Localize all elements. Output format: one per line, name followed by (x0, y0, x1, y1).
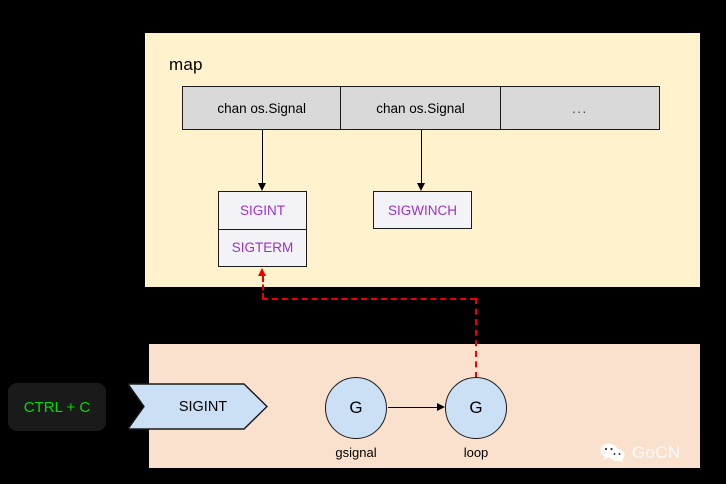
arrowhead-chan1-to-sigbox (258, 183, 266, 191)
connector-gsignal-to-loop (388, 407, 437, 409)
sigint-chevron-shape (128, 383, 268, 430)
signal-row-sigint: SIGINT (239, 202, 285, 218)
feedback-segment-horizontal (262, 298, 476, 300)
chan-cell-1: chan os.Signal (183, 87, 342, 129)
signal-row-sigterm: SIGTERM (219, 228, 306, 267)
map-panel-title: map (169, 55, 203, 74)
goroutine-loop: G (445, 377, 507, 439)
arrowhead-gsignal-to-loop (437, 403, 445, 411)
goroutine-gsignal-label: gsignal (335, 445, 377, 460)
sigint-banner: SIGINT (128, 383, 268, 430)
signal-box-sigint-sigterm: SIGINT SIGTERM (218, 191, 307, 267)
chan-cell-2: chan os.Signal (341, 87, 501, 129)
feedback-segment-vertical-left (262, 276, 264, 299)
feedback-segment-vertical-right (475, 298, 477, 378)
signal-row-sigwinch: SIGWINCH (388, 202, 457, 218)
watermark-text: GoCN (632, 443, 681, 462)
connector-chan1-to-sigbox (262, 130, 264, 183)
arrowhead-chan2-to-sigbox (417, 183, 425, 191)
arrowhead-feedback-to-sigterm (258, 268, 266, 276)
goroutine-gsignal: G (325, 377, 387, 439)
chan-cell-ellipsis: ... (500, 87, 659, 129)
goroutine-loop-label: loop (463, 445, 489, 460)
chan-table: chan os.Signal chan os.Signal ... (182, 86, 660, 130)
goroutine-loop-glyph: G (469, 398, 483, 417)
watermark: GoCN (600, 442, 680, 464)
goroutine-gsignal-glyph: G (349, 398, 363, 417)
signal-box-sigwinch: SIGWINCH (373, 191, 472, 229)
wechat-icon (600, 443, 625, 463)
connector-chan2-to-sigbox (421, 130, 423, 183)
ctrl-c-key[interactable]: CTRL + C (8, 383, 106, 431)
sigint-banner-label: SIGINT (178, 398, 228, 415)
